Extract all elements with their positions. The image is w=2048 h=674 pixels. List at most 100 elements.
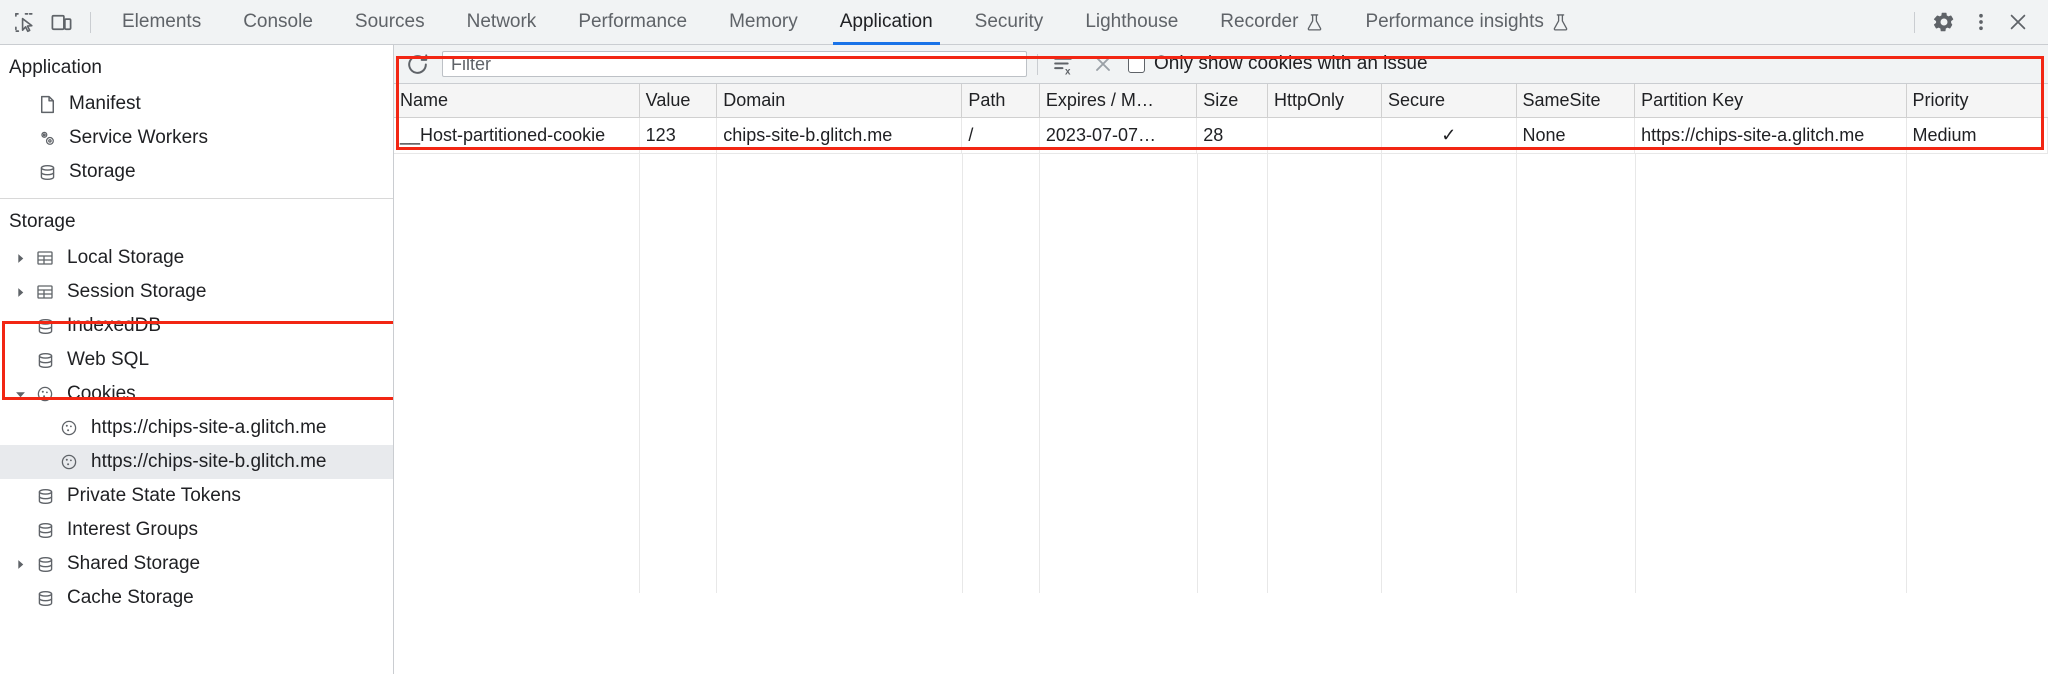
kebab-menu-icon[interactable] — [1962, 4, 1999, 41]
column-header-path[interactable]: Path — [961, 84, 1040, 118]
sidebar-item-cache-storage[interactable]: Cache Storage — [0, 581, 393, 615]
sidebar-item-manifest[interactable]: Manifest — [0, 87, 393, 121]
filler-cell — [1267, 153, 1383, 593]
cell-domain: chips-site-b.glitch.me — [716, 117, 963, 154]
column-header-samesite[interactable]: SameSite — [1516, 84, 1636, 118]
column-header-size[interactable]: Size — [1196, 84, 1268, 118]
tab-label: Elements — [122, 11, 202, 32]
gear-icon[interactable] — [1925, 4, 1962, 41]
tab-lighthouse[interactable]: Lighthouse — [1064, 0, 1199, 45]
tab-label: Performance — [578, 11, 688, 32]
sidebar-item-session-storage[interactable]: Session Storage — [0, 275, 393, 309]
sidebar-item-interest-groups[interactable]: Interest Groups — [0, 513, 393, 547]
only-show-issues-checkbox[interactable] — [1128, 55, 1145, 73]
tab-label: Network — [466, 11, 537, 32]
toolbar-divider — [1914, 11, 1915, 33]
close-icon[interactable] — [1999, 4, 2036, 41]
chevron-right-icon[interactable] — [9, 287, 31, 298]
column-header-domain[interactable]: Domain — [716, 84, 963, 118]
chevron-right-icon[interactable] — [9, 559, 31, 570]
sidebar-item-label: Private State Tokens — [67, 485, 241, 506]
filler-cell — [1039, 153, 1198, 593]
experimental-flask-icon — [1306, 13, 1323, 32]
sidebar-item-service-workers[interactable]: Service Workers — [0, 121, 393, 155]
database-icon — [31, 554, 59, 575]
sidebar-item-label: Web SQL — [67, 349, 150, 370]
tab-performance[interactable]: Performance — [557, 0, 708, 45]
tab-label: Sources — [354, 11, 425, 32]
sidebar-item-storage[interactable]: Storage — [0, 155, 393, 189]
tab-sources[interactable]: Sources — [334, 0, 446, 45]
panel-tabs: Elements Console Sources Network Perform… — [101, 0, 1904, 45]
manifest-document-icon — [33, 94, 61, 115]
clear-all-cookies-icon[interactable]: x — [1048, 49, 1078, 79]
sidebar-item-label: https://chips-site-b.glitch.me — [91, 451, 327, 472]
tab-performance-insights[interactable]: Performance insights — [1344, 0, 1589, 45]
tab-elements[interactable]: Elements — [101, 0, 222, 45]
column-header-httponly[interactable]: HttpOnly — [1267, 84, 1382, 118]
cell-priority: Medium — [1906, 117, 2048, 154]
table-icon — [31, 282, 59, 302]
filler-cell — [1516, 153, 1636, 593]
cell-partition-key: https://chips-site-a.glitch.me — [1634, 117, 1907, 154]
cookies-panel: x Only show cookies with an issue — [394, 45, 2048, 674]
toolbar-divider — [1037, 53, 1038, 75]
column-header-priority[interactable]: Priority — [1906, 84, 2048, 118]
database-icon — [31, 588, 59, 609]
refresh-icon[interactable] — [402, 49, 432, 79]
toolbar-right-actions — [1904, 4, 2048, 41]
device-toolbar-icon[interactable] — [43, 4, 80, 41]
toolbar-divider — [90, 11, 91, 33]
sidebar-item-label: Storage — [69, 161, 136, 182]
sidebar-item-indexeddb[interactable]: IndexedDB — [0, 309, 393, 343]
sidebar-item-cookies[interactable]: Cookies — [0, 377, 393, 411]
sidebar-item-local-storage[interactable]: Local Storage — [0, 241, 393, 275]
service-workers-gears-icon — [33, 128, 61, 149]
cookies-filter-toolbar: x Only show cookies with an issue — [394, 45, 2048, 84]
table-row[interactable]: __Host-partitioned-cookie 123 chips-site… — [394, 117, 2048, 154]
chevron-down-icon[interactable] — [9, 389, 31, 400]
sidebar-section-storage-title: Storage — [9, 211, 76, 232]
sidebar-item-label: Manifest — [69, 93, 141, 114]
tab-network[interactable]: Network — [446, 0, 558, 45]
delete-cookie-icon[interactable] — [1088, 49, 1118, 79]
column-header-value[interactable]: Value — [639, 84, 718, 118]
chevron-right-icon[interactable] — [9, 253, 31, 264]
devtools-tab-bar: Elements Console Sources Network Perform… — [0, 0, 2048, 45]
cookie-icon — [31, 384, 59, 404]
column-header-name[interactable]: Name — [394, 84, 640, 118]
sidebar-item-web-sql[interactable]: Web SQL — [0, 343, 393, 377]
only-show-issues-checkbox-row[interactable]: Only show cookies with an issue — [1128, 53, 1428, 75]
tab-console[interactable]: Console — [222, 0, 334, 45]
filler-cell — [1381, 153, 1517, 593]
filter-input[interactable] — [442, 51, 1027, 77]
database-icon — [33, 162, 61, 183]
filler-cell — [962, 153, 1041, 593]
filler-cell — [1197, 153, 1269, 593]
sidebar-item-label: Session Storage — [67, 281, 207, 302]
column-header-secure[interactable]: Secure — [1381, 84, 1517, 118]
sidebar-item-private-state-tokens[interactable]: Private State Tokens — [0, 479, 393, 513]
sidebar-item-label: Local Storage — [67, 247, 185, 268]
sidebar-item-shared-storage[interactable]: Shared Storage — [0, 547, 393, 581]
tab-security[interactable]: Security — [954, 0, 1065, 45]
cookie-icon — [55, 452, 83, 472]
sidebar-item-label: IndexedDB — [67, 315, 162, 336]
database-icon — [31, 316, 59, 337]
sidebar-item-cookies-chips-site-b[interactable]: https://chips-site-b.glitch.me — [0, 445, 393, 479]
sidebar-item-label: https://chips-site-a.glitch.me — [91, 417, 327, 438]
tab-application[interactable]: Application — [819, 0, 954, 45]
tab-recorder[interactable]: Recorder — [1199, 0, 1344, 45]
column-header-partition-key[interactable]: Partition Key — [1634, 84, 1907, 118]
sidebar-item-cookies-chips-site-a[interactable]: https://chips-site-a.glitch.me — [0, 411, 393, 445]
tab-label: Recorder — [1220, 11, 1299, 32]
column-header-expires[interactable]: Expires / M… — [1039, 84, 1198, 118]
database-icon — [31, 520, 59, 541]
tab-memory[interactable]: Memory — [708, 0, 819, 45]
filler-cell — [1906, 154, 2048, 593]
cookies-table: Name Value Domain Path Expires / M… Size… — [394, 84, 2048, 154]
inspect-element-icon[interactable] — [6, 4, 43, 41]
tab-label: Console — [243, 11, 313, 32]
cookies-table-container: Name Value Domain Path Expires / M… Size… — [394, 84, 2048, 674]
cookies-table-empty-area — [394, 153, 2048, 593]
